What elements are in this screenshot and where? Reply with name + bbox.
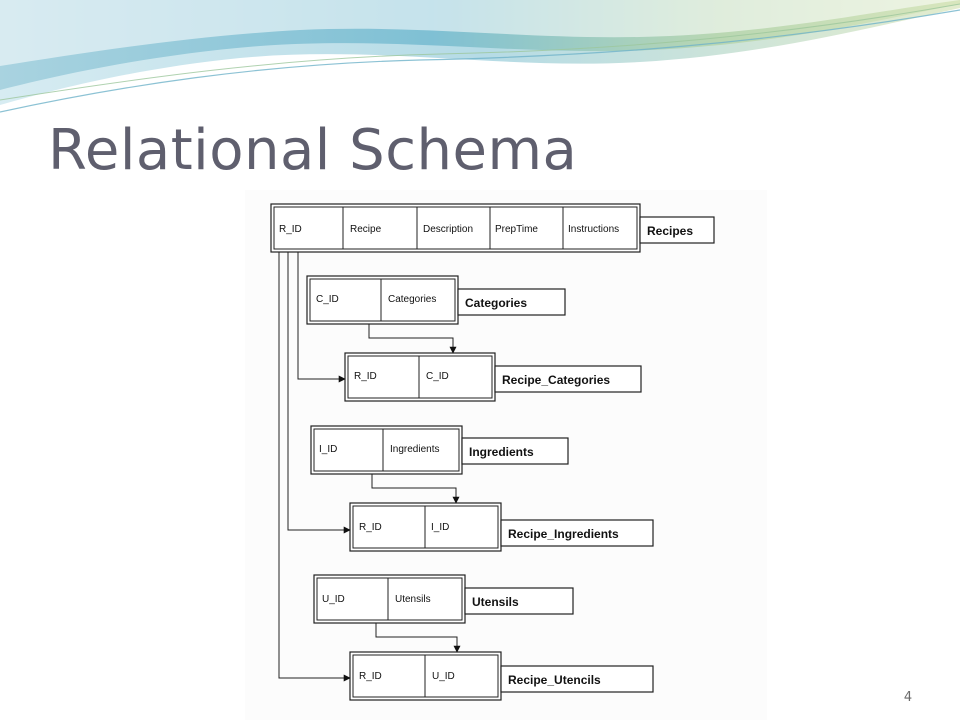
field-recipe-categories-r-id: R_ID (354, 371, 377, 382)
field-recipe-ingredients-i-id: I_ID (431, 522, 449, 533)
table-categories: C_ID Categories Categories (306, 275, 566, 325)
field-utensils-u-id: U_ID (322, 594, 345, 605)
field-recipes-recipe: Recipe (350, 224, 382, 235)
header-wave-decoration (0, 0, 960, 113)
table-name-ingredients: Ingredients (469, 445, 534, 459)
page-number: 4 (903, 690, 913, 705)
table-recipe-utencils: R_ID U_ID Recipe_Utencils (349, 651, 654, 701)
table-recipes: R_ID Recipe Description PrepTime Instruc… (270, 203, 715, 253)
table-recipe-categories: R_ID C_ID Recipe_Categories (344, 352, 642, 402)
table-name-categories: Categories (465, 296, 527, 310)
table-ingredients: I_ID Ingredients Ingredients (310, 425, 569, 475)
arrow-utensils-to-recipe-utencils (375, 623, 461, 653)
field-recipes-r-id: R_ID (279, 224, 302, 235)
field-utensils-utensils: Utensils (395, 594, 431, 605)
field-categories-categories: Categories (388, 294, 436, 305)
arrow-recipes-to-recipe-utencils (278, 252, 351, 682)
field-recipes-preptime: PrepTime (495, 224, 538, 235)
field-ingredients-i-id: I_ID (319, 444, 337, 455)
relational-schema-diagram: R_ID Recipe Description PrepTime Instruc… (245, 190, 767, 720)
field-recipe-utencils-r-id: R_ID (359, 671, 382, 682)
arrow-categories-to-recipe-categories (368, 324, 457, 354)
table-utensils: U_ID Utensils Utensils (313, 574, 574, 624)
field-recipe-ingredients-r-id: R_ID (359, 522, 382, 533)
field-recipe-categories-c-id: C_ID (426, 371, 449, 382)
table-name-utensils: Utensils (472, 595, 519, 609)
table-name-recipes: Recipes (647, 224, 693, 238)
table-name-recipe-ingredients: Recipe_Ingredients (508, 527, 619, 541)
table-recipe-ingredients: R_ID I_ID Recipe_Ingredients (349, 502, 654, 552)
schema-svg: R_ID Recipe Description PrepTime Instruc… (270, 203, 715, 701)
field-recipes-description: Description (423, 224, 473, 235)
field-recipe-utencils-u-id: U_ID (432, 671, 455, 682)
field-recipes-instructions: Instructions (568, 224, 619, 235)
table-name-recipe-categories: Recipe_Categories (502, 373, 610, 387)
field-ingredients-ingredients: Ingredients (390, 444, 439, 455)
arrow-recipes-to-recipe-categories (297, 252, 346, 383)
arrow-ingredients-to-recipe-ingredients (371, 474, 460, 504)
table-name-recipe-utencils: Recipe_Utencils (508, 673, 601, 687)
arrow-recipes-to-recipe-ingredients (287, 252, 351, 534)
field-categories-c-id: C_ID (316, 294, 339, 305)
slide-title: Relational Schema (48, 118, 578, 183)
